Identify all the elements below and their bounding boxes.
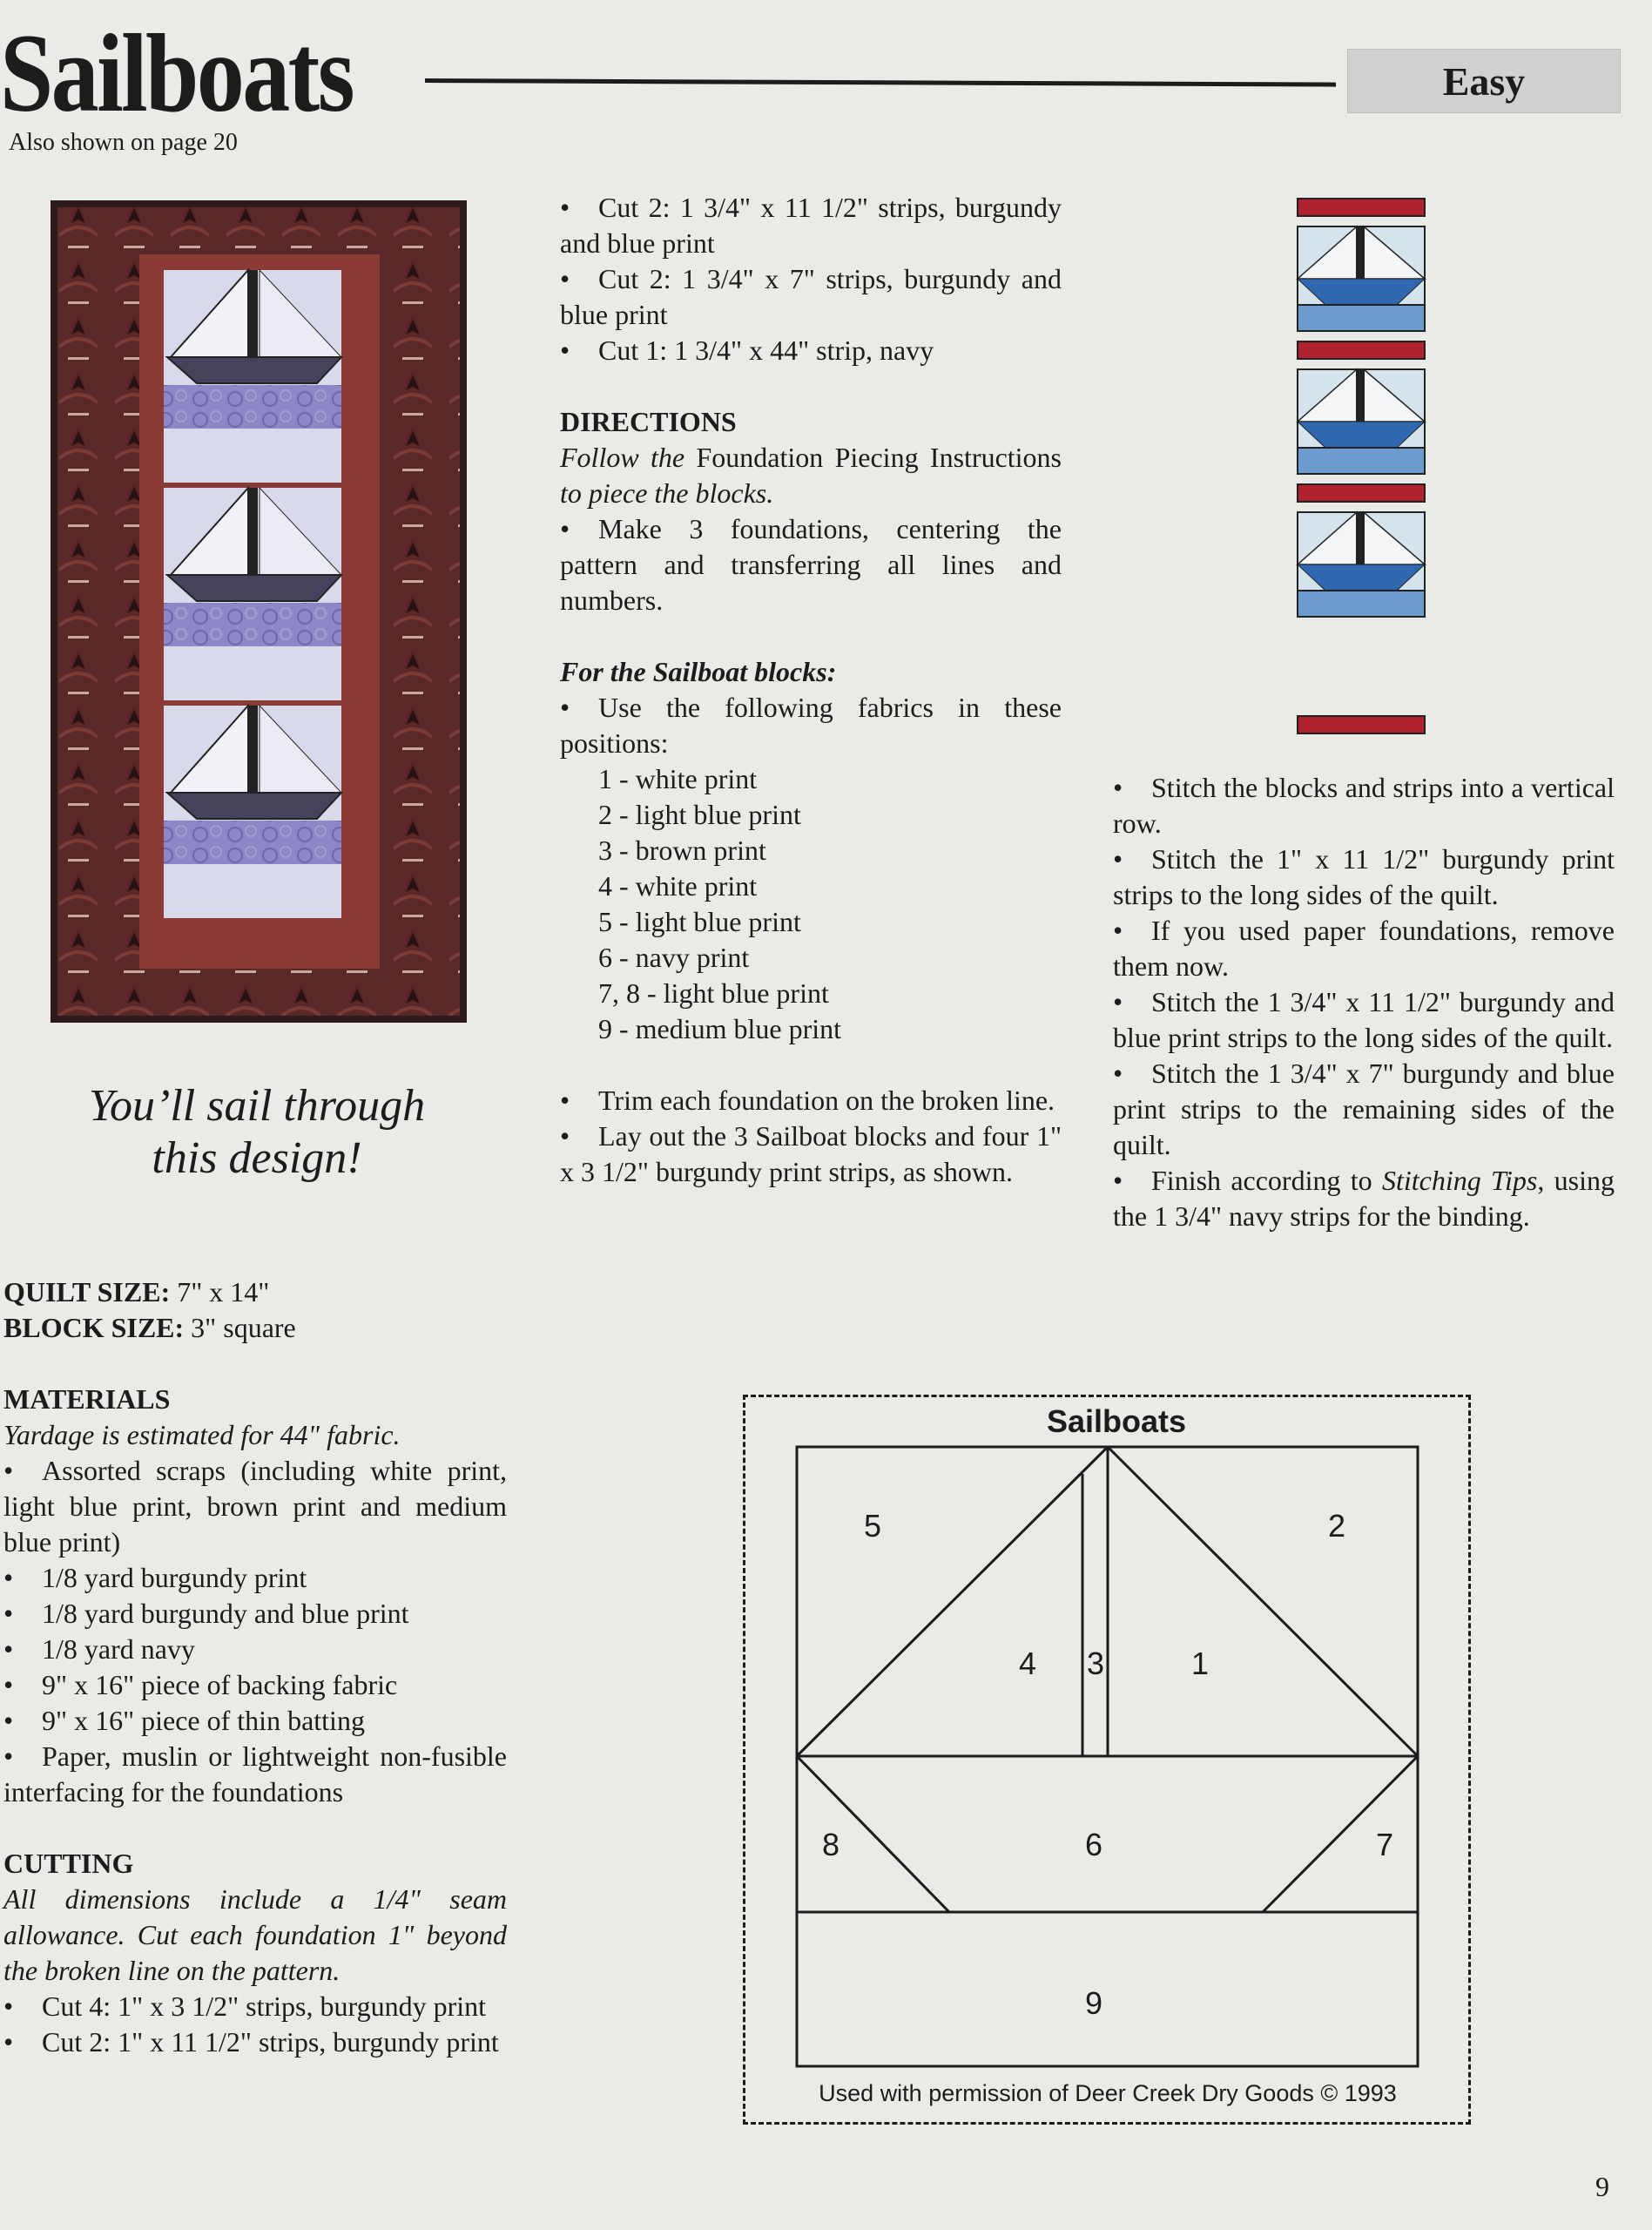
sashing-strip <box>1297 198 1426 217</box>
cutting-item: Cut 2: 1 3/4" x 7" strips, burgundy and … <box>560 261 1062 333</box>
left-column: QUILT SIZE: 7" x 14" BLOCK SIZE: 3" squa… <box>3 1274 507 2060</box>
pattern-credit: Used with permission of Deer Creek Dry G… <box>819 2080 1397 2106</box>
sashing-strip <box>1297 715 1426 734</box>
fabric-item: 3 - brown print <box>598 835 766 866</box>
direction-step: Make 3 foundations, centering the patter… <box>560 511 1062 618</box>
cutting-heading: CUTTING <box>3 1848 134 1879</box>
direction-step: Stitch the blocks and strips into a vert… <box>1113 770 1615 841</box>
page-number: 9 <box>1595 2171 1609 2202</box>
block-size-label: BLOCK SIZE: <box>3 1312 185 1343</box>
materials-note: Yardage is estimated for 44" fabric. <box>3 1419 401 1450</box>
direction-step: Stitch the 1 3/4" x 11 1/2" burgundy and… <box>1113 984 1615 1056</box>
fabric-item: 7, 8 - light blue print <box>598 977 829 1009</box>
piece-label-1: 1 <box>1191 1645 1209 1681</box>
layout-block-1 <box>1296 225 1426 332</box>
cutting-note: All dimensions include a 1/4" seam allow… <box>3 1883 507 1986</box>
cutting-item: Cut 2: 1 3/4" x 11 1/2" strips, burgundy… <box>560 190 1062 261</box>
direction-step: Use the following fabrics in these posit… <box>560 690 1062 761</box>
tagline-line-2: this design! <box>152 1133 362 1183</box>
foundation-pattern: Sailboats 1 2 3 4 5 6 7 8 9 Used with pe… <box>795 1403 1419 2106</box>
direction-step: Lay out the 3 Sailboat blocks and four 1… <box>560 1118 1062 1190</box>
piece-label-2: 2 <box>1328 1508 1345 1544</box>
quilt-size-value: 7" x 14" <box>177 1276 270 1308</box>
layout-block-2 <box>1296 368 1426 475</box>
materials-item: 1/8 yard navy <box>3 1632 507 1667</box>
difficulty-label: Easy <box>1442 58 1526 104</box>
piece-label-7: 7 <box>1376 1827 1393 1862</box>
page-title: Sailboats <box>0 11 355 135</box>
difficulty-badge: Easy <box>1347 49 1621 113</box>
fabric-list: 1 - white print 2 - light blue print 3 -… <box>560 761 1062 1047</box>
cutting-item: Cut 2: 1" x 11 1/2" strips, burgundy pri… <box>3 2024 507 2060</box>
cutting-item: Cut 4: 1" x 3 1/2" strips, burgundy prin… <box>3 1989 507 2024</box>
quilt-layout-diagram <box>1296 198 1426 734</box>
quilt-size-label: QUILT SIZE: <box>3 1276 171 1308</box>
fabric-item: 4 - white print <box>598 870 758 902</box>
page-reference: Also shown on page 20 <box>9 129 238 156</box>
direction-step: Stitch the 1 3/4" x 7" burgundy and blue… <box>1113 1056 1615 1163</box>
pattern-title: Sailboats <box>1047 1403 1186 1439</box>
quilt-size: QUILT SIZE: 7" x 14" <box>3 1274 507 1310</box>
piece-label-3: 3 <box>1087 1645 1104 1681</box>
block-heading: For the Sailboat blocks: <box>560 656 837 687</box>
piece-label-9: 9 <box>1085 1985 1102 2021</box>
directions-heading: DIRECTIONS <box>560 406 737 437</box>
sashing-strip <box>1297 341 1426 360</box>
piece-label-4: 4 <box>1019 1645 1036 1681</box>
fabric-item: 2 - light blue print <box>598 799 801 830</box>
fabric-item: 6 - navy print <box>598 942 750 973</box>
sashing-strip <box>1297 483 1426 503</box>
directions-intro: Follow the Foundation Piecing Instructio… <box>560 442 1062 509</box>
layout-block-3 <box>1296 510 1426 618</box>
quilt-photo <box>51 200 467 1023</box>
quilt-block-2 <box>164 485 344 700</box>
piece-label-8: 8 <box>822 1827 839 1862</box>
fabric-item: 5 - light blue print <box>598 906 801 937</box>
materials-item: Paper, muslin or lightweight non-fusible… <box>3 1739 507 1810</box>
tagline: You’ll sail through this design! <box>26 1080 488 1185</box>
direction-step: Finish according to Stitching Tips, usin… <box>1113 1163 1615 1234</box>
materials-item: 9" x 16" piece of thin batting <box>3 1703 507 1739</box>
right-column: Stitch the blocks and strips into a vert… <box>1113 770 1615 1234</box>
piece-label-6: 6 <box>1085 1827 1102 1862</box>
block-size: BLOCK SIZE: 3" square <box>3 1310 507 1346</box>
materials-item: Assorted scraps (including white print, … <box>3 1453 507 1560</box>
materials-item: 9" x 16" piece of backing fabric <box>3 1667 507 1703</box>
materials-item: 1/8 yard burgundy print <box>3 1560 507 1596</box>
direction-step: Stitch the 1" x 11 1/2" burgundy print s… <box>1113 841 1615 913</box>
cutting-item: Cut 1: 1 3/4" x 44" strip, navy <box>560 333 1062 368</box>
quilt-block-3 <box>164 703 344 918</box>
materials-heading: MATERIALS <box>3 1383 171 1415</box>
foundation-pattern-cutline <box>743 1395 1471 2125</box>
block-size-value: 3" square <box>191 1312 296 1343</box>
tagline-line-1: You’ll sail through <box>88 1081 426 1131</box>
piece-label-5: 5 <box>864 1508 881 1544</box>
quilt-block-1 <box>164 267 344 483</box>
direction-step: Trim each foundation on the broken line. <box>560 1083 1062 1118</box>
fabric-item: 1 - white print <box>598 763 758 794</box>
direction-step: If you used paper foundations, remove th… <box>1113 913 1615 984</box>
middle-column: Cut 2: 1 3/4" x 11 1/2" strips, burgundy… <box>560 190 1062 1190</box>
materials-item: 1/8 yard burgundy and blue print <box>3 1596 507 1632</box>
title-rule <box>424 78 1337 87</box>
fabric-item: 9 - medium blue print <box>598 1013 842 1044</box>
